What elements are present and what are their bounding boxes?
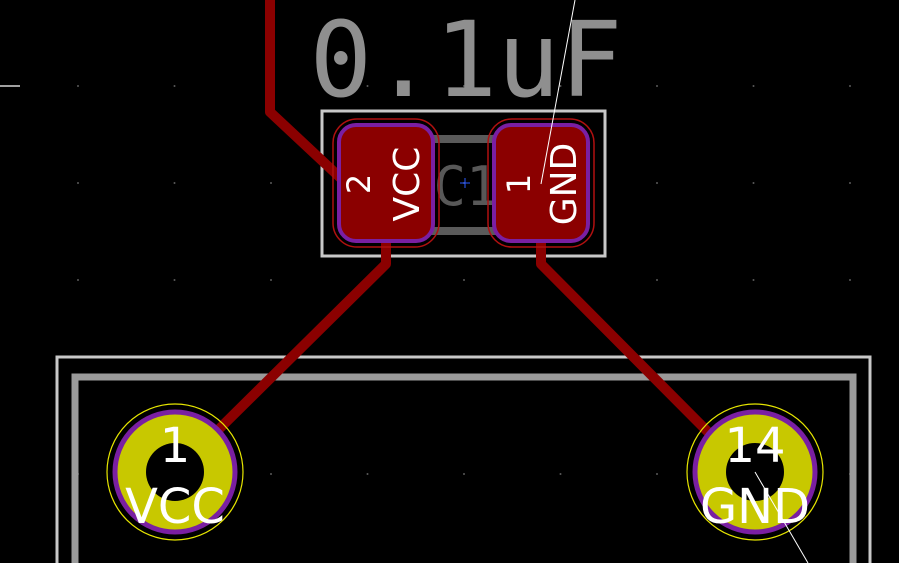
grid-dot (77, 85, 79, 87)
grid-dot (270, 279, 272, 281)
pin-1-drill-hole (146, 443, 204, 501)
pin-14-net: GND (700, 479, 810, 535)
grid-dot (366, 85, 369, 87)
grid-dot (270, 473, 272, 475)
pad-2-copper (337, 123, 435, 243)
grid-dot (463, 279, 465, 281)
grid-dot (77, 182, 79, 184)
pad-2-net: VCC (387, 147, 428, 222)
pin-1-clearance (106, 403, 244, 541)
ratsnest-line-gnd-top (540, 0, 576, 185)
pad-1-net: GND (544, 143, 585, 226)
pad-2-number: 2 (340, 174, 378, 194)
pin-14-clearance (686, 403, 824, 541)
ratsnest-line-gnd-bottom (754, 471, 809, 563)
capacitor-courtyard (320, 109, 607, 258)
grid-dot (173, 85, 176, 87)
grid-dot (849, 279, 851, 281)
tht-pad-1[interactable]: 1 VCC (106, 403, 244, 541)
pad-2-clearance (332, 118, 440, 248)
grid-dot (656, 85, 658, 87)
grid-dot (270, 182, 272, 184)
grid-dot (463, 85, 465, 87)
grid-dot (656, 182, 658, 184)
grid-dot (173, 279, 176, 281)
grid-dot (173, 182, 176, 184)
grid-dot (752, 279, 755, 281)
grid-dot (752, 85, 755, 87)
ic-silkscreen-outline (71, 373, 857, 563)
grid-dot (656, 279, 658, 281)
pin-14-number: 14 (724, 418, 785, 474)
pad-1-clearance (487, 118, 595, 248)
grid-dot (559, 85, 562, 87)
pad-1-number: 1 (500, 174, 538, 194)
grid-dot (366, 473, 369, 475)
capacitor-reference-label: C1 (433, 155, 498, 218)
pin-1-net: VCC (125, 479, 225, 535)
grid-dot (849, 85, 851, 87)
grid-dot (559, 473, 562, 475)
grid-dot (77, 279, 79, 281)
pin-1-number: 1 (160, 418, 191, 474)
grid-dot (656, 473, 658, 475)
grid-dot (752, 182, 755, 184)
ic-courtyard-outline (55, 355, 872, 563)
grid-dot (463, 473, 465, 475)
grid-dot (849, 182, 851, 184)
track-vcc-input[interactable] (265, 0, 351, 188)
capacitor-value-label: 0.1uF (309, 0, 622, 121)
smd-pad-2[interactable]: 2 VCC (332, 118, 440, 248)
